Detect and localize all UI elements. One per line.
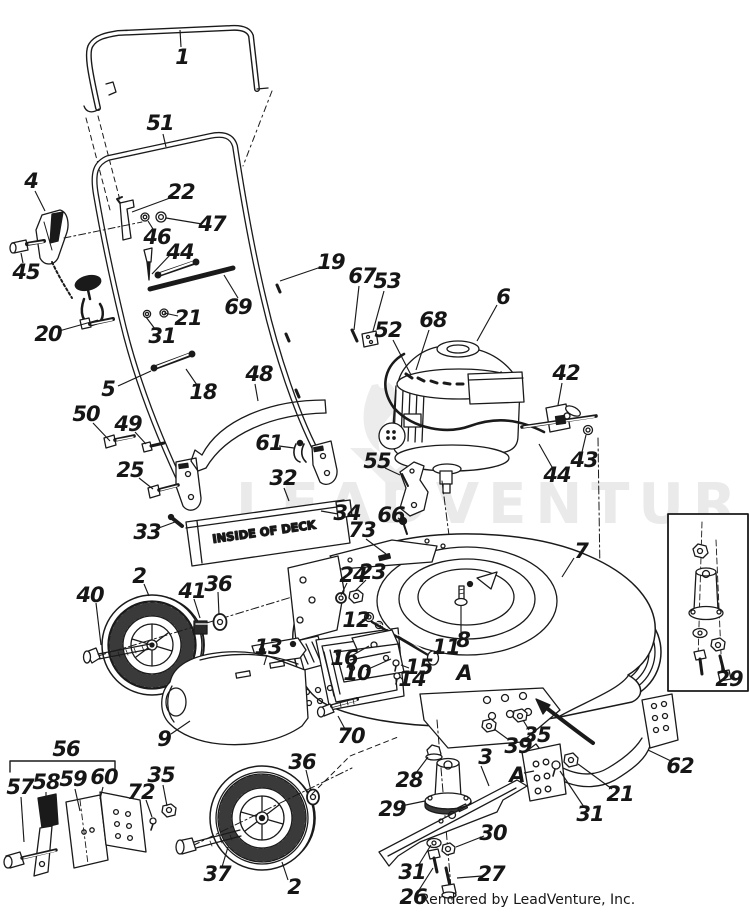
leader-line-36-53: [305, 769, 312, 792]
leader-line-15-47: [400, 664, 410, 669]
leader-line-2-75: [281, 861, 289, 881]
leader-line-48-18: [254, 383, 259, 402]
leader-line-25-24: [138, 477, 154, 490]
left-wheel: [82, 594, 293, 696]
leader-line-35-61: [522, 719, 530, 731]
handle-hardware: [116, 196, 236, 372]
leader-line-28-66: [415, 756, 429, 774]
leader-line-49-23: [134, 431, 147, 445]
leader-line-23-37: [354, 579, 367, 592]
leader-line-16-45: [352, 645, 370, 656]
leader-line-45-7: [20, 252, 24, 264]
leader-line-41-39: [193, 598, 201, 619]
leader-line-27-72: [456, 875, 483, 879]
height-adjuster: [335, 611, 440, 685]
deflector-chute: [161, 637, 309, 746]
leader-line-30-70: [455, 835, 485, 848]
leader-line-60-59: [99, 786, 104, 800]
leader-line-72-60: [145, 799, 153, 818]
leader-line-2-35: [143, 583, 150, 597]
leader-line-69-17: [223, 274, 239, 299]
leader-line-31-16: [145, 316, 156, 330]
leader-line-21-67: [577, 763, 613, 790]
leader-line-36-40: [217, 591, 220, 616]
leader-line-20-14: [58, 319, 99, 332]
leader-line-70-52: [337, 715, 346, 730]
upper-handle: [83, 24, 273, 211]
leader-line-46-5: [147, 220, 154, 230]
deck-baffle: INSIDE OF DECK: [185, 499, 353, 567]
leader-line-55-26: [384, 467, 401, 476]
leader-line-43-27: [581, 434, 587, 453]
leader-line-7-34: [561, 557, 575, 578]
leader-line-44-28: [538, 443, 553, 468]
throttle-control: [9, 209, 143, 330]
leader-line-52-13: [392, 339, 412, 376]
leader-line-11-43: [433, 649, 439, 655]
leader-line-1-0: [179, 29, 182, 48]
speed-control-bracket: [520, 403, 601, 575]
leader-line-39-62: [493, 728, 510, 741]
leader-line-24-36: [340, 582, 348, 596]
leader-line-53-10: [372, 290, 385, 332]
leader-line-47-4: [165, 217, 203, 225]
spindle-washers: [335, 589, 364, 604]
leader-line-37-73: [221, 846, 229, 868]
rear-bracket-strap: [481, 693, 679, 802]
engine: [350, 328, 546, 583]
leader-line-4-2: [34, 190, 46, 212]
leader-line-67-9: [353, 285, 360, 331]
carriage-bolt-70: [316, 697, 359, 718]
leader-line-68-12: [415, 329, 430, 371]
leader-line-34-31: [320, 510, 339, 515]
leader-line-62-65: [647, 749, 672, 762]
adjuster-lever-group: [3, 760, 177, 877]
leader-line-61-25: [278, 445, 295, 449]
leader-line-22-3: [131, 197, 171, 213]
leader-line-21-15: [163, 312, 179, 317]
leader-line-3-63: [480, 765, 490, 787]
leader-line-40-38: [95, 602, 102, 646]
lower-handle: [91, 131, 338, 511]
leader-line-13-44: [263, 654, 268, 666]
leader-line-9-51: [170, 720, 191, 735]
leader-line-31-69: [559, 770, 585, 808]
leader-line-50-22: [92, 422, 111, 442]
leader-line-73-32: [365, 538, 387, 555]
leader-line-57-56: [20, 796, 25, 843]
leader-line-29-68: [400, 800, 426, 807]
leader-line-59-58: [74, 788, 81, 812]
bottom-wheel: [175, 736, 399, 871]
leader-line-35-55: [162, 784, 168, 807]
leader-line-31-71: [417, 844, 432, 867]
leader-line-42-19: [557, 382, 563, 406]
leader-line-19-8: [279, 266, 322, 282]
leader-line-12-41: [361, 617, 367, 621]
blade-assembly: [378, 719, 528, 901]
leader-line-51-1: [162, 133, 167, 148]
inset-box-29: [667, 513, 749, 692]
leader-line-26-74: [418, 867, 434, 891]
leader-line-33-33: [155, 521, 176, 530]
leader-line-5-20: [117, 370, 152, 387]
leader-line-14-48: [399, 676, 404, 681]
leader-line-A-64: [523, 770, 535, 774]
leader-line-18-21: [185, 368, 198, 386]
leader-line-6-11: [476, 304, 498, 342]
leader-line-66-30: [397, 517, 405, 523]
leader-line-44-6: [151, 254, 171, 275]
render-credit: Rendered by LeadVenture, Inc.: [420, 892, 636, 908]
leader-line-10-46: [365, 658, 392, 671]
leader-line-32-29: [283, 487, 290, 502]
